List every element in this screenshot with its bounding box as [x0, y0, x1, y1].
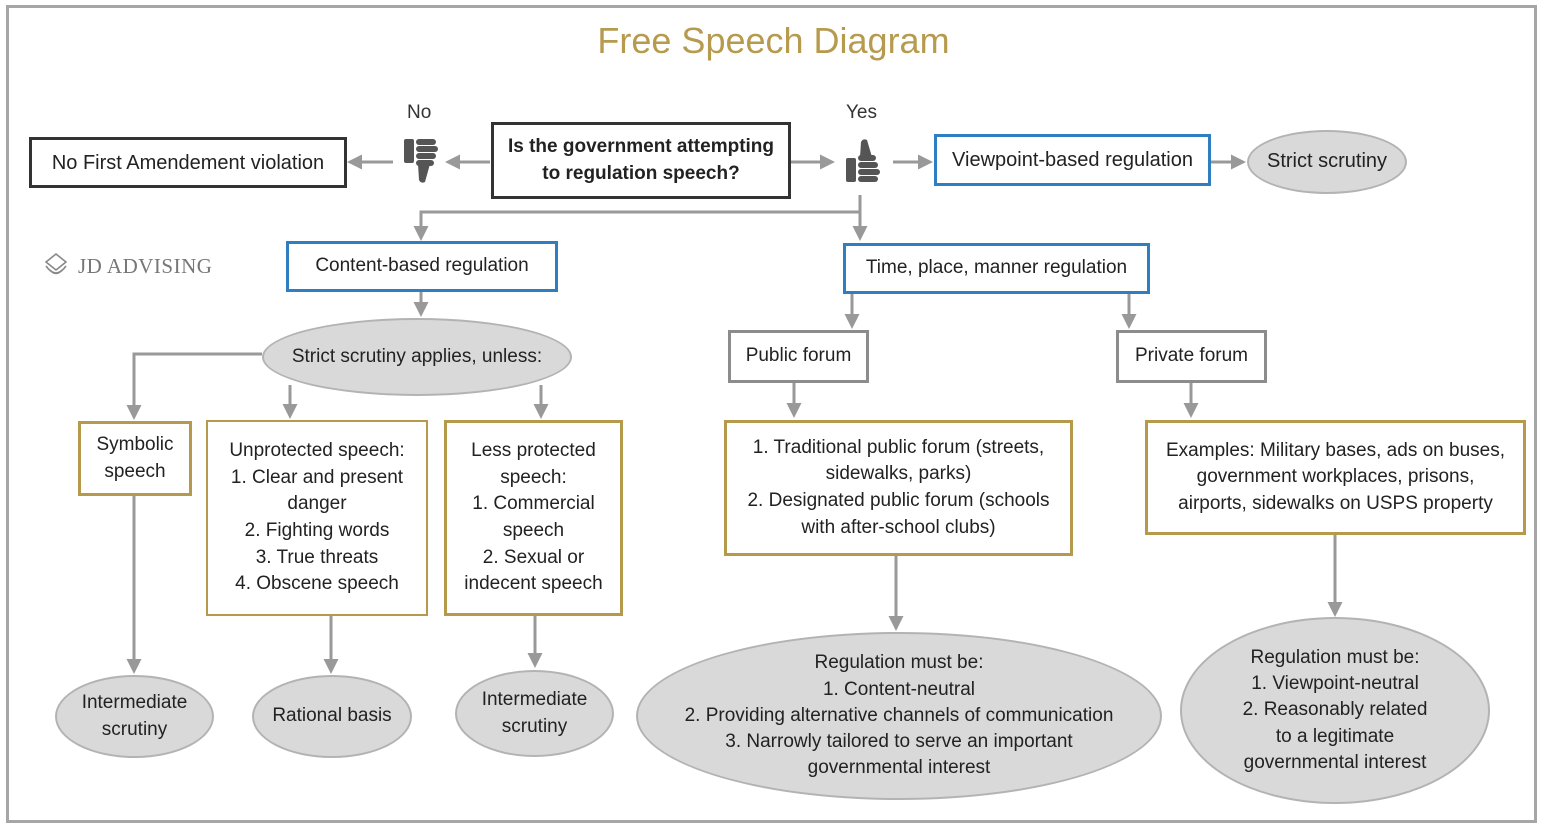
public-forum-examples-text: 1. Traditional public forum (streets, si…	[747, 436, 1050, 538]
intermediate-scrutiny-oval-2: Intermediate scrutiny	[455, 670, 614, 757]
unprotected-speech-box: Unprotected speech: 1. Clear and present…	[206, 420, 428, 616]
jd-advising-logo-icon	[44, 252, 68, 275]
private-forum-examples-box: Examples: Military bases, ads on buses, …	[1145, 420, 1526, 535]
private-regulation-text: Regulation must be: 1. Viewpoint-neutral…	[1242, 646, 1428, 773]
public-forum-box: Public forum	[728, 330, 869, 383]
question-box: Is the government attempting to regulati…	[491, 122, 791, 199]
less-protected-box: Less protected speech: 1. Commercial spe…	[444, 420, 623, 616]
diagram-title: Free Speech Diagram	[597, 20, 950, 61]
diagram-frame	[6, 5, 1537, 823]
public-forum-text: Public forum	[745, 345, 852, 367]
symbolic-speech-text: Symbolic speech	[96, 433, 174, 482]
strict-applies-text: Strict scrutiny applies, unless:	[291, 345, 543, 367]
no-violation-text: No First Amendement violation	[51, 151, 325, 174]
yes-label: Yes	[846, 102, 877, 123]
strict-scrutiny-oval: Strict scrutiny	[1247, 130, 1407, 194]
no-label: No	[407, 102, 432, 123]
arrow-to-symbolic	[126, 352, 262, 420]
content-based-box: Content-based regulation	[286, 241, 558, 292]
intermediate-scrutiny-text-1: Intermediate scrutiny	[81, 692, 188, 740]
public-forum-examples-box: 1. Traditional public forum (streets, si…	[724, 420, 1073, 556]
private-forum-box: Private forum	[1116, 330, 1267, 383]
private-forum-examples-text: Examples: Military bases, ads on buses, …	[1166, 439, 1505, 514]
thumbs-down-icon	[404, 139, 438, 183]
viewpoint-box: Viewpoint-based regulation	[934, 134, 1211, 186]
content-based-text: Content-based regulation	[315, 255, 529, 277]
public-regulation-text: Regulation must be: 1. Content-neutral 2…	[684, 652, 1114, 779]
logo-text: JD ADVISING	[78, 253, 213, 278]
tpm-text: Time, place, manner regulation	[865, 257, 1128, 279]
less-protected-text: Less protected speech: 1. Commercial spe…	[464, 440, 603, 595]
logo: JD ADVISING	[42, 252, 212, 280]
unprotected-speech-text: Unprotected speech: 1. Clear and present…	[229, 440, 405, 595]
intermediate-scrutiny-oval-1: Intermediate scrutiny	[55, 675, 214, 758]
rational-basis-oval: Rational basis	[252, 675, 412, 758]
strict-applies-oval: Strict scrutiny applies, unless:	[262, 318, 572, 396]
symbolic-speech-box: Symbolic speech	[78, 421, 192, 496]
intermediate-scrutiny-text-2: Intermediate scrutiny	[481, 689, 588, 737]
private-forum-text: Private forum	[1135, 345, 1248, 367]
rational-basis-text: Rational basis	[272, 705, 392, 727]
thumbs-up-icon	[846, 139, 880, 182]
private-regulation-oval: Regulation must be: 1. Viewpoint-neutral…	[1180, 617, 1490, 804]
public-regulation-oval: Regulation must be: 1. Content-neutral 2…	[636, 632, 1162, 800]
question-text: Is the government attempting to regulati…	[507, 135, 775, 184]
tpm-box: Time, place, manner regulation	[843, 243, 1150, 294]
strict-scrutiny-text: Strict scrutiny	[1266, 150, 1388, 173]
arrow-to-content-based	[413, 195, 862, 241]
viewpoint-text: Viewpoint-based regulation	[952, 149, 1193, 171]
no-violation-box: No First Amendement violation	[29, 137, 347, 188]
